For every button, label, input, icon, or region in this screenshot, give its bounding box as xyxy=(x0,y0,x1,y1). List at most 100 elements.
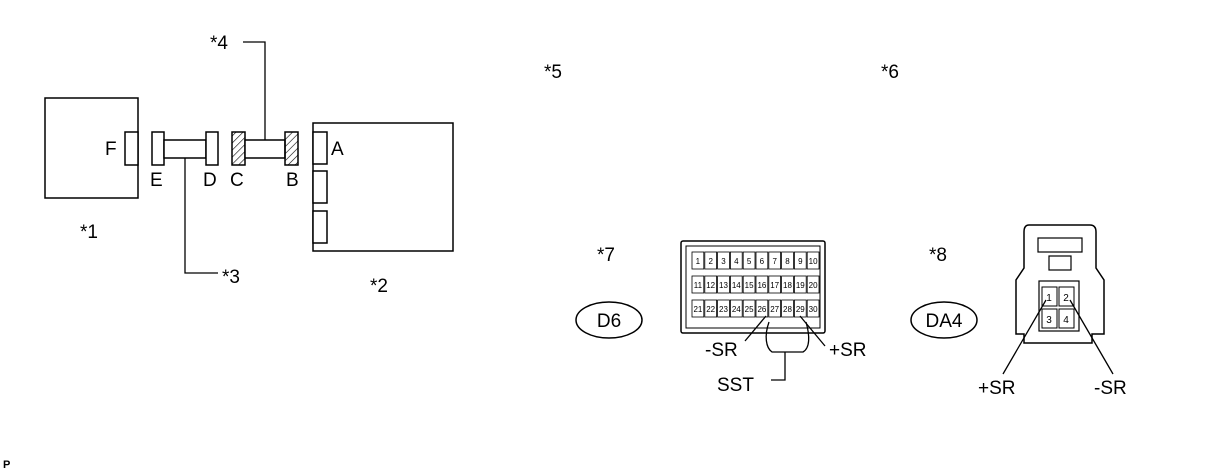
d6-pin-cell xyxy=(730,251,743,270)
d6-neg-leader xyxy=(744,315,767,342)
d6-pin-cell xyxy=(704,299,717,318)
component-2-box xyxy=(312,122,454,252)
d6-pin-label: 1 xyxy=(696,257,701,266)
d6-pin-cell xyxy=(806,299,820,318)
connector-label-c: C xyxy=(230,170,244,191)
d6-pin-cell xyxy=(755,299,769,318)
harness-diagram: F E D C B A *1 *2 *3 *4 xyxy=(44,33,454,297)
d6-pin-cell xyxy=(806,275,820,294)
d6-pos-leader xyxy=(799,315,826,347)
sst-leader xyxy=(771,352,786,381)
d6-pin-label: 14 xyxy=(732,281,741,290)
d6-pin-cell xyxy=(781,299,794,318)
d6-pin-cell xyxy=(794,275,807,294)
da4-pin-4 xyxy=(1058,308,1075,329)
d6-pin-cell xyxy=(717,299,730,318)
d6-neg-label: -SR xyxy=(705,340,738,361)
da4-pin-3 xyxy=(1041,308,1058,329)
d6-pin-label: 16 xyxy=(757,281,766,290)
connector-label-e: E xyxy=(150,170,163,191)
d6-pin-label: 28 xyxy=(783,305,792,314)
d6-pin-label: 9 xyxy=(798,257,803,266)
d6-pin-label: 20 xyxy=(809,281,818,290)
d6-pin-cell xyxy=(704,275,717,294)
sst-probe xyxy=(765,321,810,353)
d6-pin-label: 30 xyxy=(809,305,818,314)
sst-label: SST xyxy=(717,375,754,396)
d6-pin-cell xyxy=(781,251,794,270)
callout-6: *6 xyxy=(881,62,899,83)
component-1-box xyxy=(44,97,139,199)
connector-b xyxy=(284,131,299,166)
d6-pin-cell xyxy=(742,275,756,294)
d6-pin-cell xyxy=(717,251,730,270)
da4-pin-label-4: 4 xyxy=(1063,315,1069,326)
d6-pin-cell xyxy=(704,251,717,270)
connector-f xyxy=(124,131,139,166)
connector-a xyxy=(312,131,328,165)
connector-d6-inner xyxy=(685,245,821,329)
da4-neg-leader xyxy=(1069,299,1114,375)
callout-5: *5 xyxy=(544,62,562,83)
d6-pin-cell xyxy=(768,275,781,294)
d6-pin-cell xyxy=(730,299,743,318)
connector-c xyxy=(231,131,246,166)
d6-pin-label: 5 xyxy=(747,257,752,266)
d6-pin-cell xyxy=(768,299,781,318)
d6-pin-label: 25 xyxy=(745,305,754,314)
da4-pin-label-3: 3 xyxy=(1046,315,1052,326)
connector-d xyxy=(205,131,219,166)
connector-label-f: F xyxy=(105,139,117,160)
d6-pin-cell xyxy=(717,275,730,294)
connector-da4-latch-tab xyxy=(1048,255,1072,271)
harness-ed-top xyxy=(163,139,207,159)
d6-pin-label: 4 xyxy=(734,257,739,266)
d6-pin-cell xyxy=(691,251,705,270)
d6-pin-cell xyxy=(691,299,705,318)
callout-7: *7 xyxy=(597,245,615,266)
d6-pin-cell xyxy=(768,251,781,270)
d6-pin-cell xyxy=(742,251,756,270)
d6-pin-label: 26 xyxy=(757,305,766,314)
d6-pin-label: 15 xyxy=(745,281,754,290)
d6-pin-label: 24 xyxy=(732,305,741,314)
corner-mark: P xyxy=(3,459,10,471)
da4-neg-label: -SR xyxy=(1094,378,1127,399)
connector-a2 xyxy=(312,170,328,204)
leader-line-3 xyxy=(184,158,218,274)
connector-a3 xyxy=(312,210,328,244)
harness-cb xyxy=(244,139,286,159)
d6-pin-cell xyxy=(730,275,743,294)
callout-4: *4 xyxy=(210,33,228,54)
d6-pin-cell xyxy=(781,275,794,294)
d6-pin-label: 18 xyxy=(783,281,792,290)
da4-pin-label-2: 2 xyxy=(1063,293,1069,304)
callout-3: *3 xyxy=(222,267,240,288)
callout-1: *1 xyxy=(80,222,98,243)
connector-code-d6: D6 xyxy=(597,311,621,332)
d6-pin-label: 11 xyxy=(694,281,703,290)
d6-pin-label: 19 xyxy=(796,281,805,290)
d6-pin-label: 3 xyxy=(721,257,726,266)
connector-code-badge-d6 xyxy=(575,301,643,339)
connector-e xyxy=(151,131,165,166)
connector-da4-group: DA4 1 2 3 4 +SR -SR xyxy=(910,224,1127,399)
d6-pin-cell xyxy=(806,251,820,270)
da4-pos-label: +SR xyxy=(978,378,1016,399)
d6-pin-label: 6 xyxy=(760,257,765,266)
leader-line-4 xyxy=(243,41,266,140)
d6-pin-cell xyxy=(755,251,769,270)
d6-pin-label: 7 xyxy=(772,257,777,266)
d6-pos-label: +SR xyxy=(829,340,867,361)
da4-pos-leader xyxy=(1002,299,1047,375)
d6-pin-cell xyxy=(742,299,756,318)
d6-pin-cell xyxy=(794,251,807,270)
connector-label-a: A xyxy=(331,139,344,160)
d6-pin-label: 13 xyxy=(719,281,728,290)
d6-pin-label: 27 xyxy=(770,305,779,314)
d6-pin-label: 23 xyxy=(719,305,728,314)
d6-pin-label: 10 xyxy=(809,257,818,266)
